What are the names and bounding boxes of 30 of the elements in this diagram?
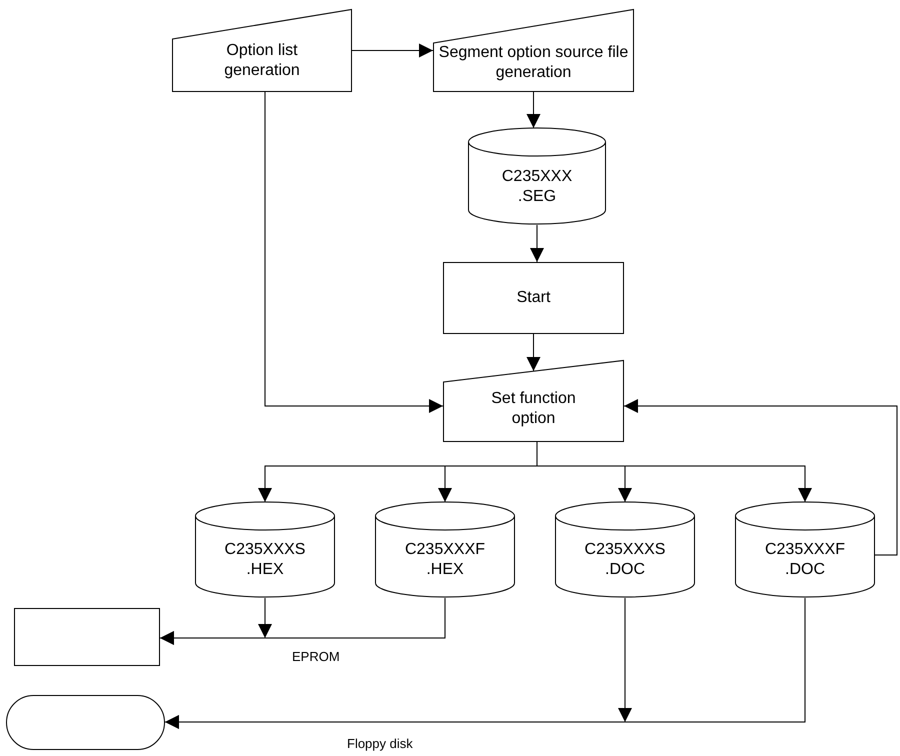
node-label: C235XXXS .HEX xyxy=(224,540,306,580)
arrow xyxy=(624,399,898,556)
node-label: Set function option xyxy=(490,388,577,429)
database-cylinder xyxy=(195,502,335,598)
manual-input-shape xyxy=(443,360,624,442)
arrow xyxy=(526,92,540,128)
arrow xyxy=(264,92,444,413)
node-label: Segment option source file generation xyxy=(438,42,630,83)
node-label: Start xyxy=(516,288,550,308)
database-cylinder xyxy=(375,502,515,598)
arrow xyxy=(352,44,434,58)
process-box xyxy=(14,608,160,666)
process-box xyxy=(443,262,624,334)
database-cylinder xyxy=(468,128,606,225)
arrow xyxy=(536,442,812,502)
manual-input-shape xyxy=(172,9,352,92)
manual-input-shape xyxy=(433,9,634,92)
arrow xyxy=(160,598,446,645)
node-label: C235XXXF .DOC xyxy=(764,540,846,580)
arrow xyxy=(530,224,544,262)
database-cylinder xyxy=(735,502,875,598)
edge-label: EPROM xyxy=(290,649,342,664)
arrow xyxy=(526,334,540,372)
database-cylinder xyxy=(555,502,695,598)
node-label: C235XXXS .DOC xyxy=(584,540,666,580)
node-label: C235XXX .SEG xyxy=(500,166,574,206)
edge-label: Floppy disk xyxy=(345,736,415,751)
node-label: C235XXXF .HEX xyxy=(404,540,486,580)
arrow xyxy=(164,598,806,729)
node-label: Option list generation xyxy=(223,41,301,82)
